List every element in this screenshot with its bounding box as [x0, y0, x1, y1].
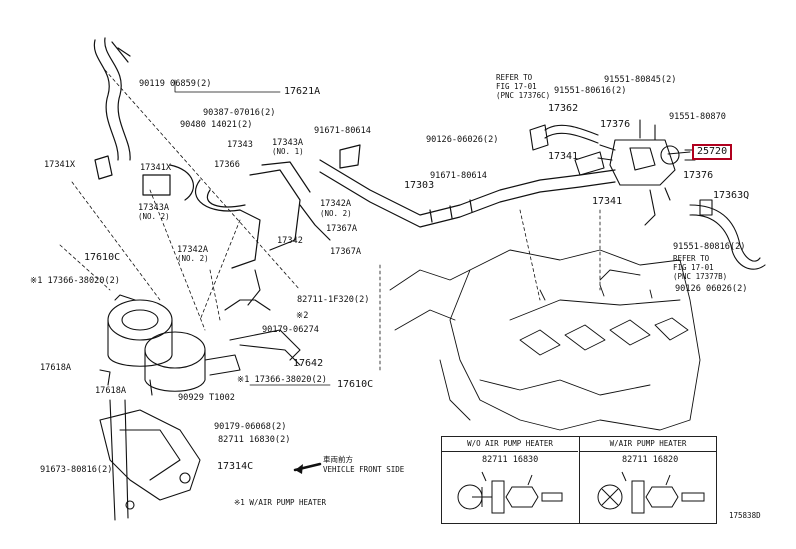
hose-17341x: [93, 37, 194, 201]
label-91551-a: 91551-80845(2): [604, 75, 677, 85]
engine-block: [389, 249, 701, 431]
label-17366-bot: ※1 17366-38020(2): [237, 375, 327, 385]
label-17342: 17342: [277, 236, 303, 246]
label-refer1-b: FIG 17-01: [496, 82, 537, 91]
label-17343: 17343: [227, 140, 253, 150]
label-17642: 17642: [293, 358, 324, 369]
label-17362: 17362: [548, 103, 579, 114]
air-pump-assembly: [99, 294, 241, 396]
label-90126-b: 90126 06026(2): [675, 284, 748, 294]
diagram-code: 175838D: [729, 511, 761, 520]
label-91551-c: 91551-80870: [669, 112, 726, 122]
label-17342a-note: (NO. 2): [320, 209, 352, 218]
label-front-jp: 車両前方: [323, 455, 353, 464]
pipe-17303: [319, 144, 616, 228]
label-17341x: 17341X: [140, 163, 172, 173]
legend-left-header: W/O AIR PUMP HEATER: [442, 437, 578, 452]
label-17314c: 17314C: [217, 461, 254, 472]
label-front: VEHICLE FRONT SIDE: [323, 465, 405, 474]
label-17341x-left: 17341X: [44, 160, 76, 170]
label-refer2-c: (PNC 17377B): [673, 272, 728, 281]
label-17366-left: ※1 17366-38020(2): [30, 276, 120, 286]
label-17376-a: 17376: [600, 119, 631, 130]
label-91671-b: 91671-80614: [430, 171, 487, 181]
label-91673: 91673-80816(2): [40, 465, 113, 475]
label-17343a-top: 17343A: [272, 138, 304, 148]
label-17303: 17303: [404, 180, 435, 191]
label-17621a: 17621A: [284, 86, 321, 97]
label-90119: 90119 06859(2): [139, 79, 212, 89]
label-17341-b: 17341: [592, 196, 623, 207]
label-90480: 90480 14021(2): [180, 120, 253, 130]
pipe-17363q: [689, 199, 766, 270]
label-90929: 90929 T1002: [178, 393, 235, 403]
pipe-17642: [224, 269, 301, 366]
label-82711-mid: 82711-1F320(2): [297, 295, 370, 305]
label-17342a-b: 17342A: [177, 245, 209, 255]
label-90179-a: 90179-06274: [262, 325, 319, 335]
bracket-17314c: [99, 399, 201, 521]
label-17610c: 17610C: [84, 252, 121, 263]
label-refer2-b: FIG 17-01: [673, 263, 714, 272]
label-17367a: 17367A: [326, 224, 358, 234]
variant-legend: W/O AIR PUMP HEATER W/AIR PUMP HEATER 82…: [441, 436, 717, 524]
label-17342a: 17342A: [320, 199, 352, 209]
leader-lines: [59, 69, 601, 371]
label-refer1-a: REFER TO: [496, 73, 533, 82]
label-17363q: 17363Q: [713, 190, 750, 201]
label-17343a-mid-note: (NO. 2): [138, 212, 170, 221]
label-17341: 17341: [548, 151, 579, 162]
pipe-17341: [529, 124, 605, 176]
legend-left-part: 82711 16830: [482, 455, 539, 465]
label-91671-a: 91671-80614: [314, 126, 371, 136]
label-refer2-a: REFER TO: [673, 254, 710, 263]
label-17618a-a: 17618A: [40, 363, 72, 373]
air-switching-valve: [597, 119, 696, 226]
label-refer1-c: (PNC 17376C): [496, 91, 551, 100]
label-90126-a: 90126-06026(2): [426, 135, 499, 145]
label-90179-b: 90179-06068(2): [214, 422, 287, 432]
label-17342a-b-note: (NO. 2): [177, 254, 209, 263]
hose-17343: [194, 161, 331, 269]
legend-right-part: 82711 16820: [622, 455, 679, 465]
label-91551-d: 91551-80816(2): [673, 242, 746, 252]
label-17376-b: 17376: [683, 170, 714, 181]
label-25720-highlight[interactable]: 25720: [692, 144, 733, 160]
label-17343a-top-note: (NO. 1): [272, 147, 304, 156]
label-90387: 90387-07016(2): [203, 108, 276, 118]
label-17366: 17366: [214, 160, 240, 170]
label-note2: ※2: [296, 311, 309, 321]
label-note-air-pump: ※1 W/AIR PUMP HEATER: [234, 498, 327, 507]
label-17343a-mid: 17343A: [138, 203, 170, 213]
legend-right-header: W/AIR PUMP HEATER: [580, 437, 716, 452]
label-82711-b: 82711 16830(2): [218, 435, 291, 445]
label-17367a-b: 17367A: [330, 247, 362, 257]
label-91551-b: 91551-80616(2): [554, 86, 627, 96]
label-17618a-b: 17618A: [95, 386, 127, 396]
label-17610c-b: 17610C: [337, 379, 374, 390]
legend-illustrations: [457, 471, 705, 514]
